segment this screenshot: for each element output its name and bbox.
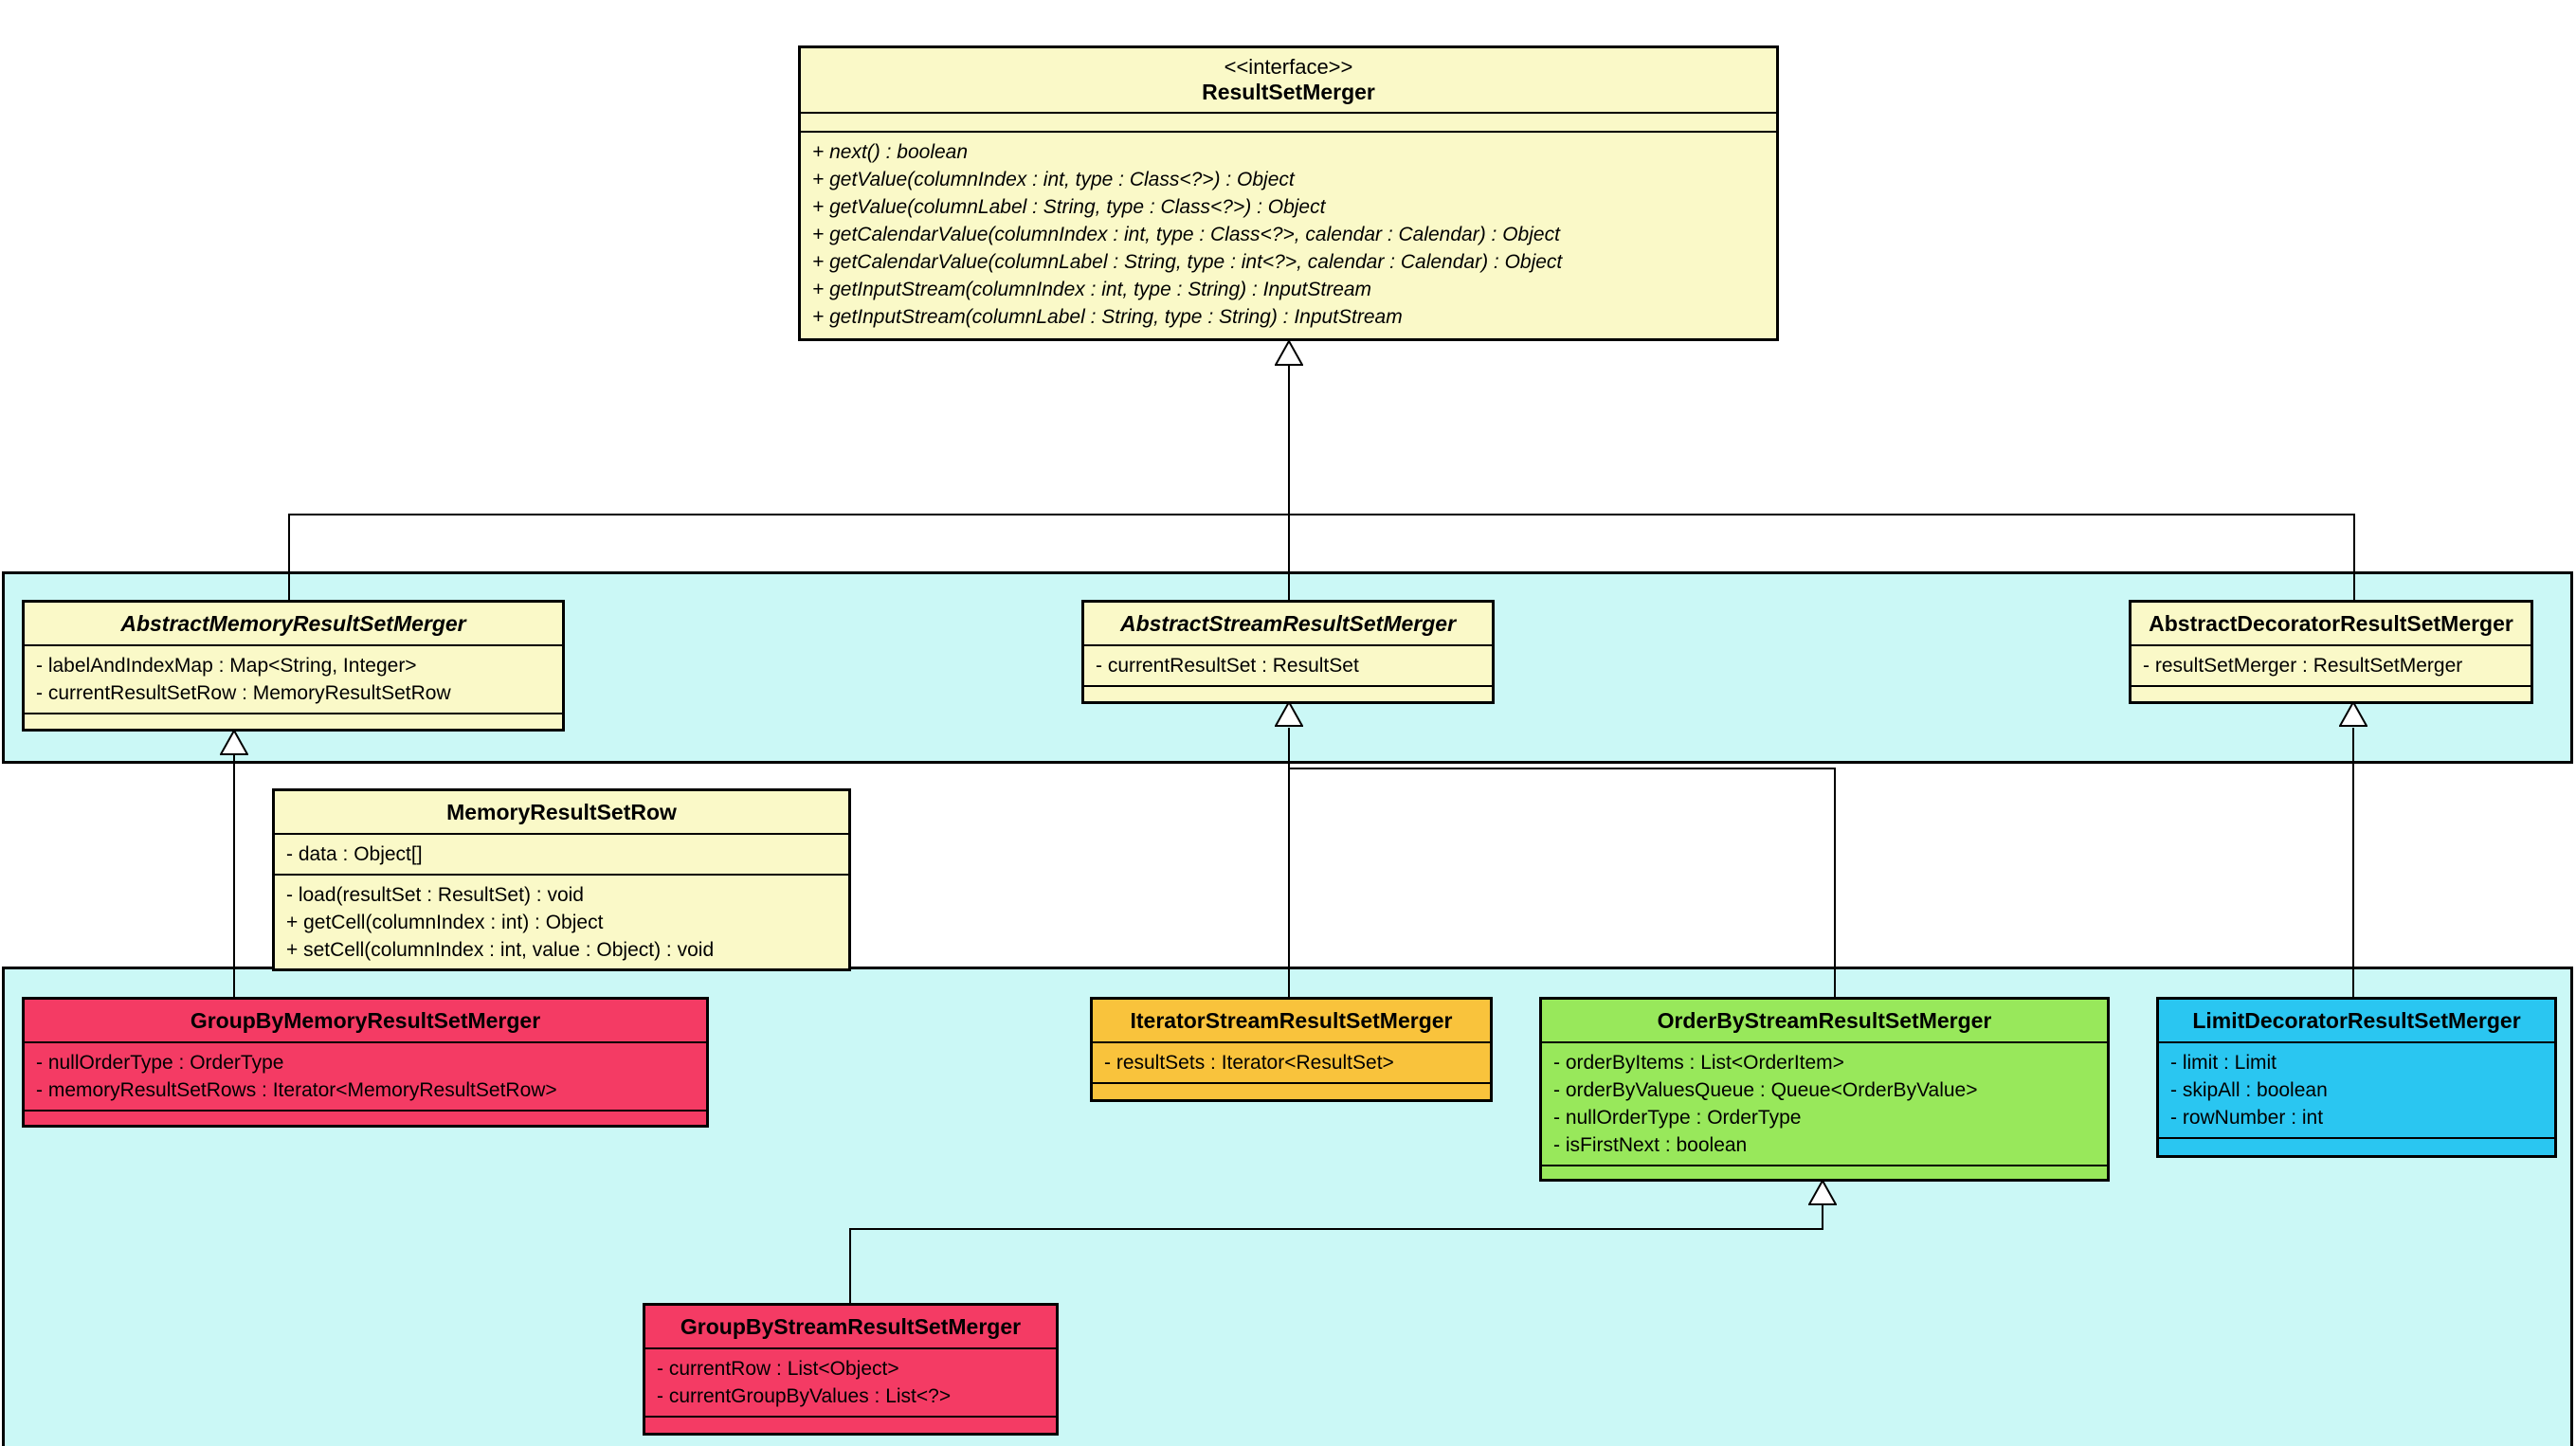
attributes-compartment: - resultSetMerger : ResultSetMerger [2132, 644, 2531, 685]
methods-compartment-empty [2132, 685, 2531, 701]
gen-line-orderby-branch-horizontal [1288, 768, 1836, 769]
class-name: ResultSetMerger [1202, 80, 1375, 104]
class-name: GroupByMemoryResultSetMerger [190, 1008, 541, 1033]
class-member: - currentResultSet : ResultSet [1096, 655, 1359, 677]
methods-compartment-empty [645, 1416, 1056, 1433]
class-title: MemoryResultSetRow [275, 791, 848, 833]
class-abstract-memory-resultset-merger: AbstractMemoryResultSetMerger - labelAnd… [22, 600, 565, 732]
attributes-compartment-empty [801, 112, 1776, 131]
class-name: IteratorStreamResultSetMerger [1130, 1008, 1453, 1033]
class-abstract-stream-resultset-merger: AbstractStreamResultSetMerger - currentR… [1081, 600, 1495, 704]
class-abstract-decorator-resultset-merger: AbstractDecoratorResultSetMerger - resul… [2129, 600, 2533, 704]
class-name: AbstractMemoryResultSetMerger [120, 611, 466, 636]
gen-line-iterator-up [1288, 728, 1290, 997]
class-title: GroupByStreamResultSetMerger [645, 1306, 1056, 1347]
methods-compartment: + next() : boolean + getValue(columnIndex… [801, 131, 1776, 338]
gen-line-limit-up [2352, 728, 2354, 997]
inheritance-arrow-abstract-stream [1275, 701, 1303, 727]
attributes-compartment: - currentRow : List<Object> - currentGrou… [645, 1347, 1056, 1416]
class-title: GroupByMemoryResultSetMerger [25, 1000, 706, 1041]
attributes-compartment: - data : Object[] [275, 833, 848, 874]
class-member: - currentGroupByValues : List<?> [657, 1385, 952, 1407]
class-member: - orderByItems : List<OrderItem> [1553, 1052, 1844, 1074]
methods-compartment-empty [1093, 1082, 1490, 1099]
class-member: + next() : boolean [812, 141, 969, 163]
gen-line-groupbystream-stem [1822, 1205, 1823, 1230]
class-name: MemoryResultSetRow [446, 800, 677, 824]
class-member: - orderByValuesQueue : Queue<OrderByValu… [1553, 1079, 1978, 1101]
gen-line-groupbystream-up [849, 1228, 851, 1303]
class-title: AbstractDecoratorResultSetMerger [2132, 603, 2531, 644]
class-member: - limit : Limit [2170, 1052, 2277, 1074]
class-name: OrderByStreamResultSetMerger [1657, 1008, 1992, 1033]
gen-line-to-abstract-memory [288, 514, 290, 600]
inheritance-arrow-orderby-stream [1808, 1180, 1837, 1205]
attributes-compartment: - currentResultSet : ResultSet [1084, 644, 1492, 685]
class-limit-decorator-resultset-merger: LimitDecoratorResultSetMerger - limit : … [2156, 997, 2557, 1158]
class-member: + getCell(columnIndex : int) : Object [286, 912, 604, 933]
class-member: + getValue(columnLabel : String, type : … [812, 196, 1326, 218]
attributes-compartment: - nullOrderType : OrderType - memoryResul… [25, 1041, 706, 1110]
attributes-compartment: - limit : Limit - skipAll : boolean - rowN… [2159, 1041, 2554, 1137]
methods-compartment-empty [2159, 1137, 2554, 1155]
gen-line-orderby-up [1834, 768, 1836, 997]
class-iterator-stream-resultset-merger: IteratorStreamResultSetMerger - resultSe… [1090, 997, 1493, 1102]
class-title: LimitDecoratorResultSetMerger [2159, 1000, 2554, 1041]
inheritance-arrow-interface [1275, 340, 1303, 366]
gen-line-interface-horizontal [288, 514, 2355, 515]
class-title: AbstractStreamResultSetMerger [1084, 603, 1492, 644]
methods-compartment-empty [25, 1110, 706, 1125]
class-title: AbstractMemoryResultSetMerger [25, 603, 562, 644]
class-member: - resultSetMerger : ResultSetMerger [2143, 655, 2463, 677]
attributes-compartment: - orderByItems : List<OrderItem> - orderB… [1542, 1041, 2107, 1165]
class-member: - resultSets : Iterator<ResultSet> [1104, 1052, 1394, 1074]
methods-compartment-empty [1542, 1165, 2107, 1180]
class-member: - currentRow : List<Object> [657, 1358, 899, 1380]
class-member: + getInputStream(columnIndex : int, type… [812, 279, 1372, 300]
class-orderby-stream-resultset-merger: OrderByStreamResultSetMerger - orderByIt… [1539, 997, 2110, 1182]
class-member: - load(resultSet : ResultSet) : void [286, 884, 584, 906]
gen-line-to-abstract-decorator [2353, 514, 2355, 600]
class-member: - isFirstNext : boolean [1553, 1134, 1748, 1156]
class-member: - labelAndIndexMap : Map<String, Integer… [36, 655, 417, 677]
class-member: + setCell(columnIndex : int, value : Obj… [286, 939, 715, 961]
class-member: - currentResultSetRow : MemoryResultSetR… [36, 682, 451, 704]
class-member: - skipAll : boolean [2170, 1079, 2328, 1101]
class-name: GroupByStreamResultSetMerger [680, 1314, 1022, 1339]
class-member: + getCalendarValue(columnLabel : String,… [812, 251, 1563, 273]
class-member: - nullOrderType : OrderType [36, 1052, 284, 1074]
class-name: AbstractDecoratorResultSetMerger [2149, 611, 2513, 636]
interface-stereotype: <<interface>> [1224, 55, 1353, 79]
methods-compartment-empty [25, 713, 562, 729]
class-member: - memoryResultSetRows : Iterator<MemoryR… [36, 1079, 557, 1101]
methods-compartment-empty [1084, 685, 1492, 701]
class-groupby-stream-resultset-merger: GroupByStreamResultSetMerger - currentRo… [643, 1303, 1059, 1436]
class-title: OrderByStreamResultSetMerger [1542, 1000, 2107, 1041]
class-member: + getValue(columnIndex : int, type : Cla… [812, 169, 1295, 190]
gen-line-groupbystream-horizontal [849, 1228, 1823, 1230]
gen-line-interface-stem [1288, 365, 1290, 600]
class-member: + getCalendarValue(columnIndex : int, ty… [812, 224, 1560, 245]
class-member: - nullOrderType : OrderType [1553, 1107, 1802, 1129]
class-name: LimitDecoratorResultSetMerger [2192, 1008, 2521, 1033]
class-title: IteratorStreamResultSetMerger [1093, 1000, 1490, 1041]
gen-line-groupbymemory-up [233, 754, 235, 997]
class-member: - rowNumber : int [2170, 1107, 2324, 1129]
inheritance-arrow-abstract-decorator [2339, 701, 2367, 727]
class-title: <<interface>> ResultSetMerger [801, 48, 1776, 112]
class-resultsetmerger-interface: <<interface>> ResultSetMerger + next() :… [798, 45, 1779, 341]
inheritance-arrow-abstract-memory [220, 730, 248, 755]
class-memory-resultset-row: MemoryResultSetRow - data : Object[] - l… [272, 788, 851, 971]
attributes-compartment: - resultSets : Iterator<ResultSet> [1093, 1041, 1490, 1082]
class-name: AbstractStreamResultSetMerger [1119, 611, 1457, 636]
class-member: + getInputStream(columnLabel : String, t… [812, 306, 1403, 328]
class-member: - data : Object[] [286, 843, 423, 865]
methods-compartment: - load(resultSet : ResultSet) : void + ge… [275, 874, 848, 969]
class-groupby-memory-resultset-merger: GroupByMemoryResultSetMerger - nullOrder… [22, 997, 709, 1128]
attributes-compartment: - labelAndIndexMap : Map<String, Integer… [25, 644, 562, 713]
